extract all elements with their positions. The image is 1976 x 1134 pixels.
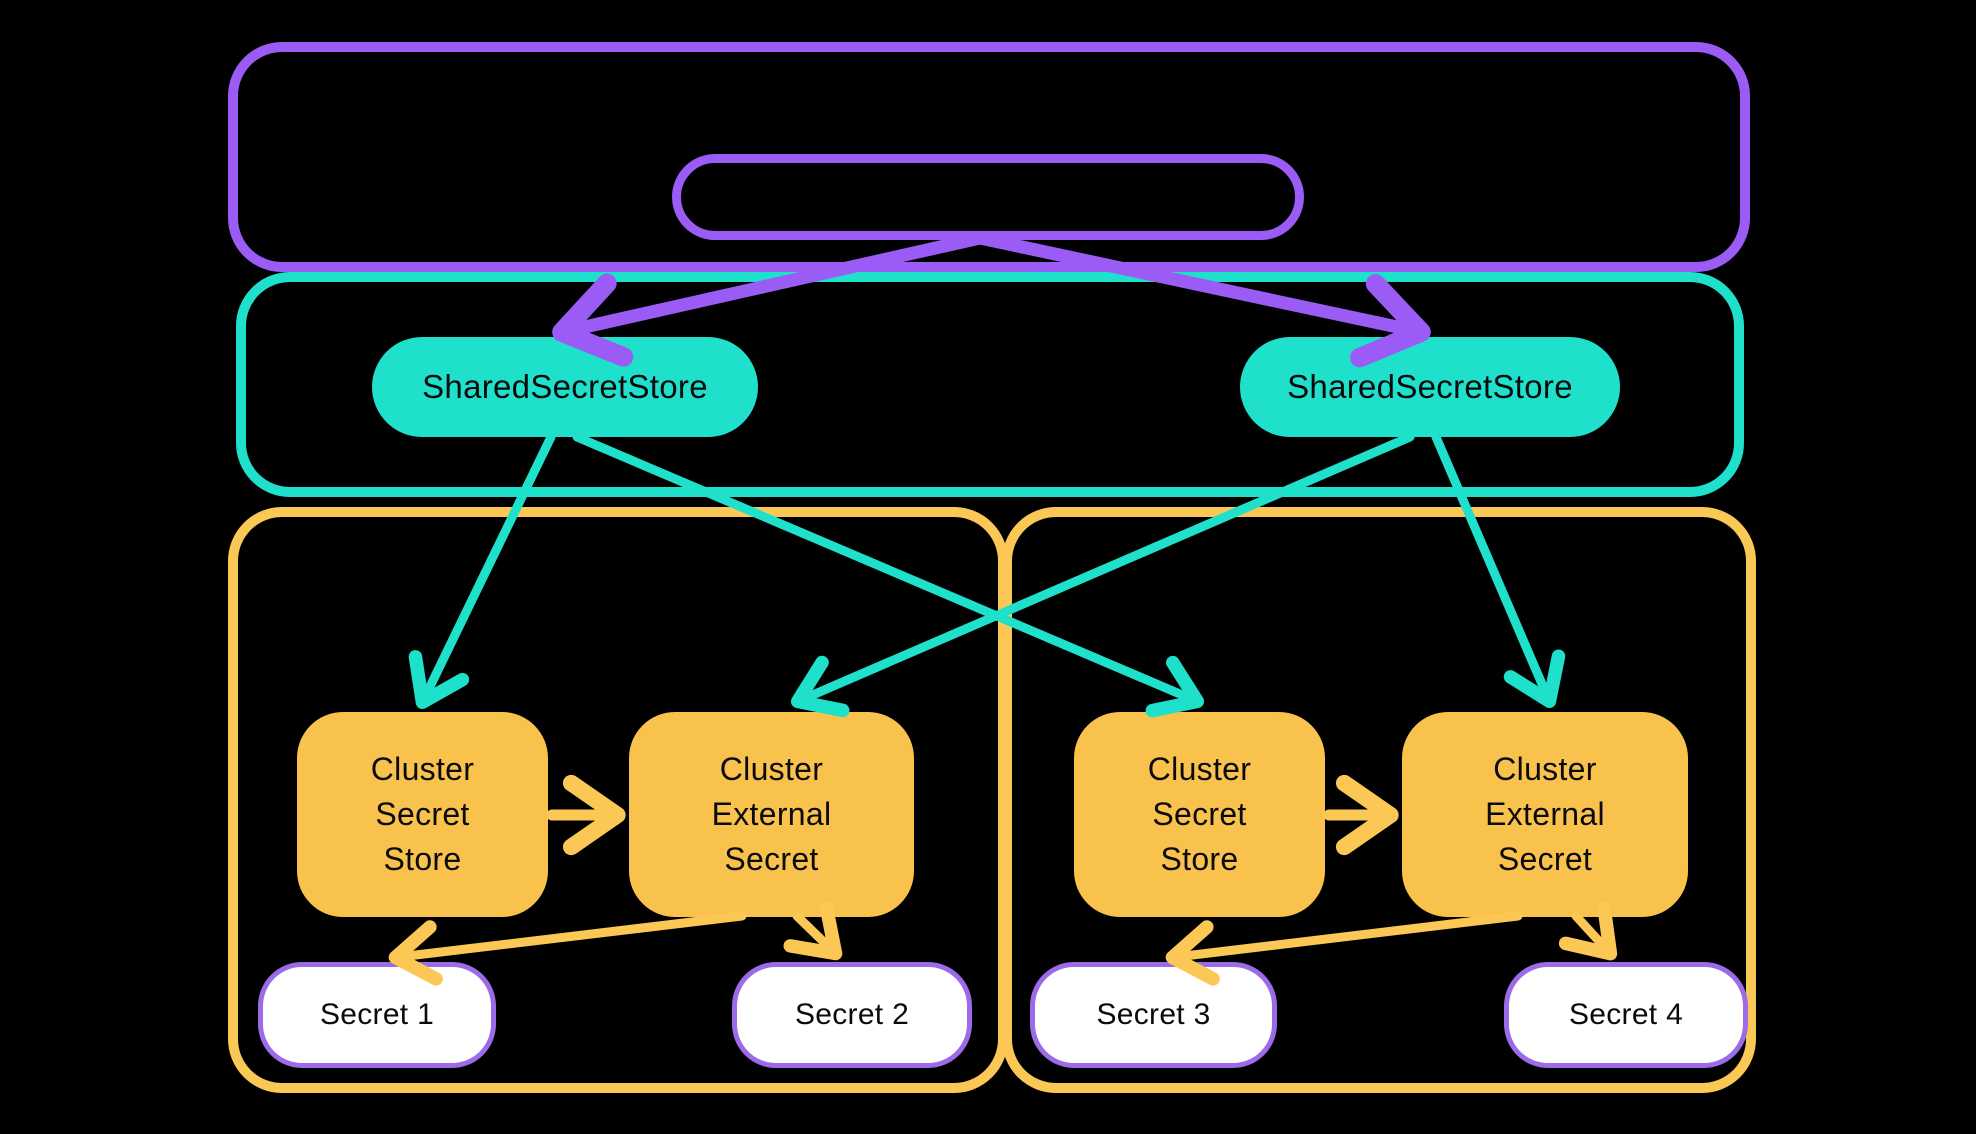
shared-secret-store-left-pill: SharedSecretStore xyxy=(372,337,758,437)
secret-2-label: Secret 2 xyxy=(794,998,910,1031)
shared-secret-store-right-label: SharedSecretStore xyxy=(1287,368,1573,405)
cluster-external-secret-left-box: Cluster External Secret xyxy=(629,712,914,917)
cluster-secret-store-right-line2: Secret xyxy=(1152,796,1247,832)
secret-4-label: Secret 4 xyxy=(1568,998,1684,1031)
cluster-external-secret-right-line3: Secret xyxy=(1497,841,1593,877)
cluster-secret-store-right-box: Cluster Secret Store xyxy=(1074,712,1325,917)
shared-secret-store-right-pill: SharedSecretStore xyxy=(1240,337,1620,437)
cluster-external-secret-left-line2: External xyxy=(711,796,832,832)
secret-2-pill: Secret 2 xyxy=(732,962,972,1068)
cluster-secret-store-left-box: Cluster Secret Store xyxy=(297,712,548,917)
cluster-external-secret-right-line1: Cluster xyxy=(1493,751,1597,787)
cluster-external-secret-right-box: Cluster External Secret xyxy=(1402,712,1688,917)
cluster-secret-store-right-line1: Cluster xyxy=(1147,751,1252,787)
cluster-external-secret-left-line1: Cluster xyxy=(719,751,824,787)
secret-3-pill: Secret 3 xyxy=(1030,962,1277,1068)
cluster-external-secret-left-line3: Secret xyxy=(724,841,819,877)
secret-3-label: Secret 3 xyxy=(1096,998,1211,1031)
secret-1-label: Secret 1 xyxy=(319,998,435,1031)
top-inner-pill xyxy=(672,154,1304,240)
cluster-secret-store-left-line2: Secret xyxy=(375,796,470,832)
cluster-external-secret-right-line2: External xyxy=(1485,796,1605,832)
secret-4-pill: Secret 4 xyxy=(1504,962,1748,1068)
cluster-secret-store-right-line3: Store xyxy=(1160,841,1239,877)
secret-1-pill: Secret 1 xyxy=(258,962,496,1068)
shared-secret-store-left-label: SharedSecretStore xyxy=(422,368,708,405)
cluster-secret-store-left-line1: Cluster xyxy=(370,751,475,787)
cluster-secret-store-left-line3: Store xyxy=(383,841,462,877)
